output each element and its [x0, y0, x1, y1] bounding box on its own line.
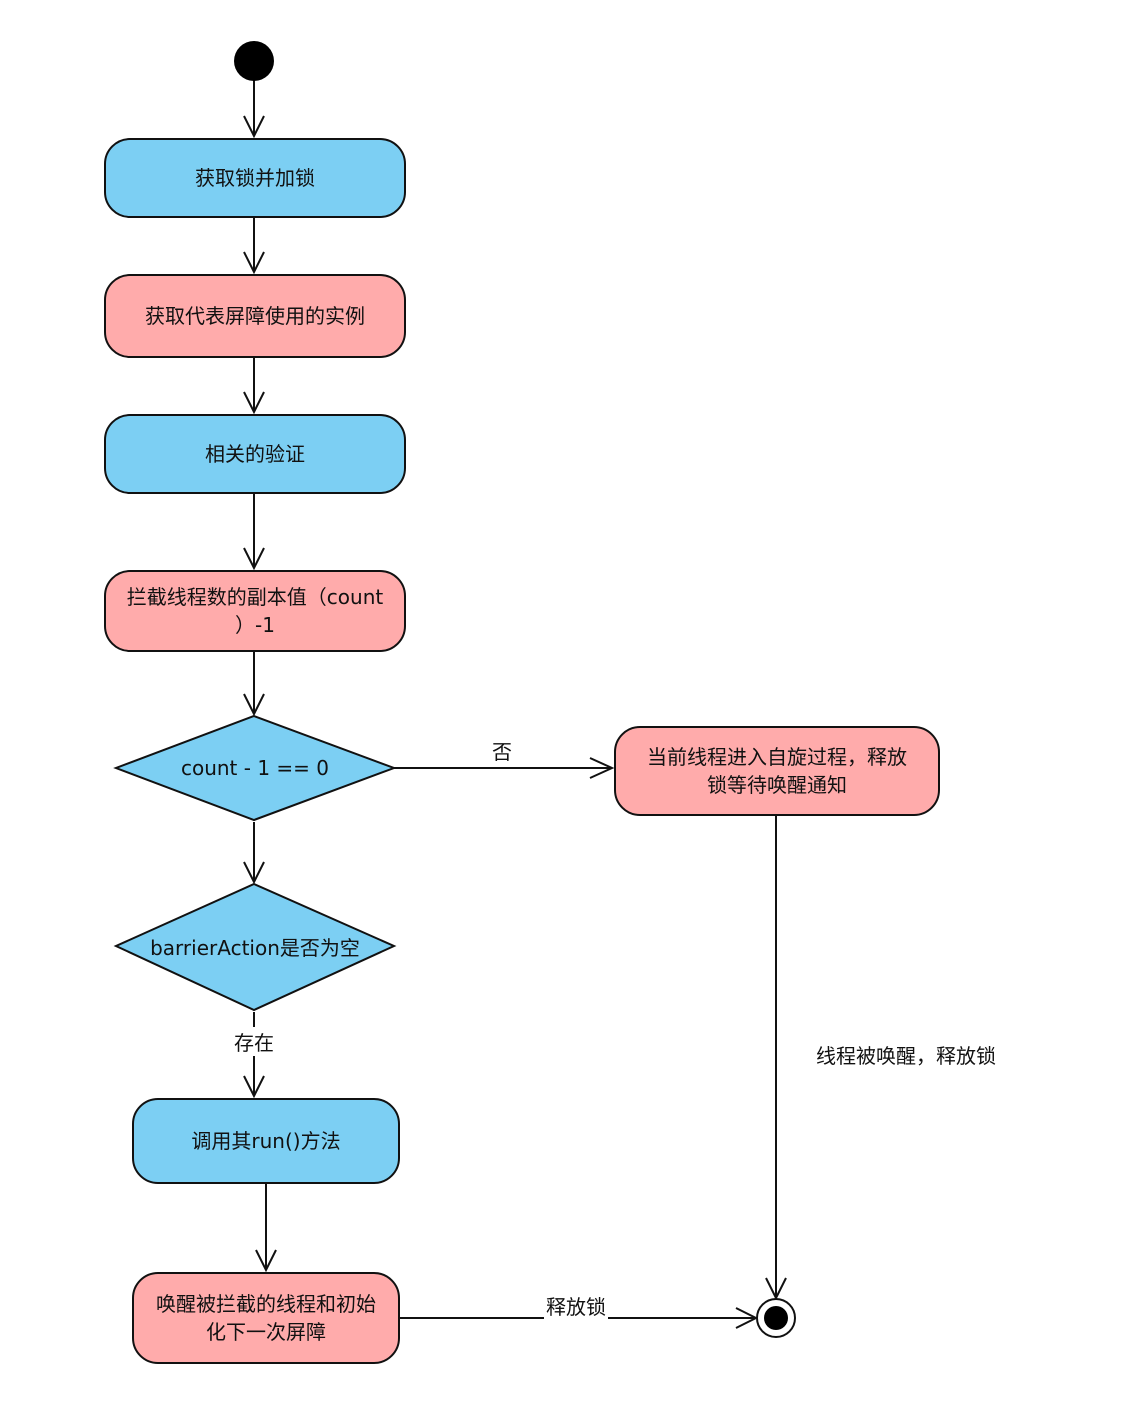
spin-wait-label-line2: 锁等待唤醒通知	[707, 773, 847, 797]
wake-threads-label-line2: 化下一次屏障	[206, 1320, 326, 1344]
spin-wait-node: 当前线程进入自旋过程，释放 锁等待唤醒通知	[614, 726, 940, 816]
decrement-count-node: 拦截线程数的副本值（count ）-1	[104, 570, 406, 652]
get-generation-label: 获取代表屏障使用的实例	[145, 304, 365, 328]
start-node	[234, 41, 274, 81]
spin-wait-label-line1: 当前线程进入自旋过程，释放	[647, 745, 907, 769]
edge-label-exists: 存在	[232, 1027, 276, 1056]
decrement-count-label-line2: ）-1	[235, 613, 275, 637]
decision-count-label: count - 1 == 0	[180, 756, 330, 780]
get-generation-node: 获取代表屏障使用的实例	[104, 274, 406, 358]
edge-label-woken-release: 线程被唤醒，释放锁	[814, 1040, 998, 1069]
decrement-count-label-line1: 拦截线程数的副本值（count	[126, 585, 384, 609]
wake-threads-label-line1: 唤醒被拦截的线程和初始	[156, 1292, 376, 1316]
edge-label-release-lock: 释放锁	[544, 1291, 608, 1320]
end-node-dot	[764, 1306, 788, 1330]
edge-label-no: 否	[490, 736, 514, 765]
acquire-lock-label: 获取锁并加锁	[195, 166, 315, 190]
decision-action-label: barrierAction是否为空	[150, 935, 360, 960]
wake-threads-node: 唤醒被拦截的线程和初始 化下一次屏障	[132, 1272, 400, 1364]
decision-action-shape	[113, 882, 397, 1012]
acquire-lock-node: 获取锁并加锁	[104, 138, 406, 218]
call-run-label: 调用其run()方法	[191, 1129, 341, 1153]
decision-count-shape	[113, 714, 397, 822]
validate-label: 相关的验证	[205, 442, 305, 466]
validate-node: 相关的验证	[104, 414, 406, 494]
call-run-node: 调用其run()方法	[132, 1098, 400, 1184]
